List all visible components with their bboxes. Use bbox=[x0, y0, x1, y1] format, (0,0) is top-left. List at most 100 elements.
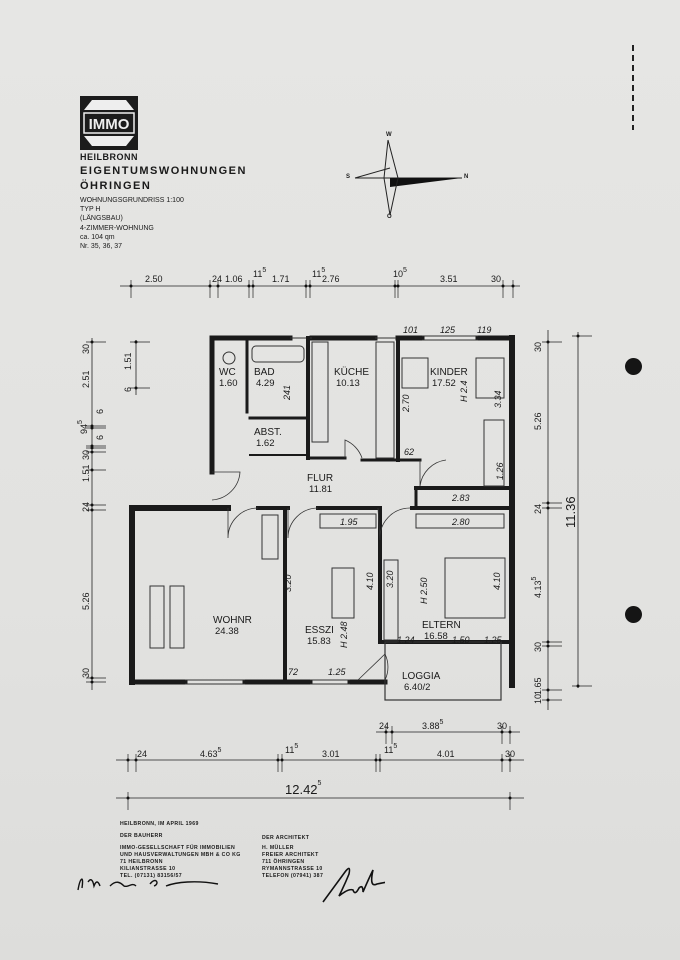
dimension-value: 11.36 bbox=[563, 496, 578, 528]
dimension-value: 4.01 bbox=[437, 749, 455, 759]
handwritten-dimension: 1.95 bbox=[340, 517, 358, 527]
plan-info-line: (LÄNGSBAU) bbox=[80, 215, 123, 223]
room-area: 1.62 bbox=[256, 438, 275, 449]
dimension-top: 115 bbox=[312, 267, 325, 279]
dimension-superscript: 5 bbox=[403, 267, 407, 274]
dimension-value: 11 bbox=[384, 745, 394, 755]
dimension-value: 30 bbox=[81, 667, 91, 678]
dimension-top: 1.71 bbox=[272, 275, 290, 284]
dimension-superscript: 5 bbox=[393, 743, 398, 750]
dimension-dot bbox=[500, 730, 504, 734]
room-name: KINDER bbox=[430, 367, 468, 378]
dimension-dot bbox=[90, 446, 94, 450]
dimension-top: 115 bbox=[253, 267, 266, 279]
dimension-dot bbox=[500, 758, 504, 762]
dimension-bottom: 4.01 bbox=[437, 750, 455, 759]
dimension-left: 945 bbox=[77, 420, 89, 434]
dimension-value: 30 bbox=[491, 274, 502, 284]
dimension-left: 30 bbox=[81, 343, 91, 354]
dimension-top: 30 bbox=[491, 275, 501, 284]
room-area: 15.83 bbox=[307, 636, 331, 647]
dimension-value: 10 bbox=[533, 693, 543, 704]
dimension-value: 11 bbox=[253, 269, 263, 279]
dimension-value: 5.26 bbox=[81, 592, 91, 610]
dimension-value: 30 bbox=[505, 749, 516, 759]
door-swing bbox=[227, 507, 259, 539]
dimension-dot bbox=[546, 698, 550, 702]
dimension-total-width: 12.425 bbox=[285, 780, 322, 796]
dimension-dot bbox=[90, 426, 94, 430]
dimension-dot bbox=[508, 796, 512, 800]
room-name: ELTERN bbox=[422, 620, 461, 631]
dimension-value: 4.63 bbox=[200, 749, 218, 759]
dimension-loggia: 3.885 bbox=[422, 719, 443, 731]
handwritten-dimension: 1.25 bbox=[328, 667, 346, 677]
dimension-value: 30 bbox=[533, 341, 543, 352]
kitchen-unit bbox=[311, 341, 329, 443]
loggia-outline bbox=[384, 641, 502, 701]
dimension-dot bbox=[90, 340, 94, 344]
client-address-line: KILIANSTRASSE 10 bbox=[120, 866, 176, 872]
dimension-superscript: 5 bbox=[531, 576, 538, 581]
dimension-value: 6 bbox=[95, 408, 105, 414]
dimension-left: 1.51 bbox=[81, 464, 91, 482]
plan-info-line: ca. 104 qm bbox=[80, 233, 115, 241]
dimension-dot bbox=[546, 640, 550, 644]
compass-east-arrow bbox=[390, 178, 462, 187]
dimension-dot bbox=[384, 730, 388, 734]
handwritten-dimension: 1.24 bbox=[397, 635, 415, 645]
kitchen-counter bbox=[375, 341, 395, 459]
dimension-dot bbox=[129, 284, 133, 288]
dimension-left: 6 bbox=[95, 408, 105, 414]
dimension-dot bbox=[126, 796, 130, 800]
dimension-dot bbox=[546, 340, 550, 344]
dimension-superscript: 5 bbox=[77, 420, 84, 424]
dimension-dot bbox=[374, 758, 378, 762]
sofa bbox=[169, 585, 185, 649]
room-name: KÜCHE bbox=[334, 367, 370, 378]
room-name: WOHNR bbox=[213, 615, 252, 626]
sideboard bbox=[319, 513, 377, 529]
architect-address-line: FREIER ARCHITEKT bbox=[262, 852, 319, 858]
bed bbox=[401, 357, 429, 389]
dimension-dot bbox=[546, 688, 550, 692]
dimension-bottom: 30 bbox=[505, 750, 515, 759]
dimension-loggia: 30 bbox=[497, 722, 507, 731]
handwritten-dimension: 2.83 bbox=[452, 493, 470, 503]
handwritten-dimension: 3.20 bbox=[385, 570, 395, 588]
dimension-dot bbox=[216, 284, 220, 288]
door-swing bbox=[287, 507, 319, 539]
dimension-dot bbox=[90, 450, 94, 454]
handwritten-dimension: 101 bbox=[403, 325, 419, 335]
dimension-value: 1.71 bbox=[272, 274, 290, 284]
dimension-right: 4.135 bbox=[531, 576, 543, 598]
dimension-loggia: 24 bbox=[379, 722, 389, 731]
dimension-value: 2.50 bbox=[145, 274, 163, 284]
handwritten-dimension: 62 bbox=[404, 447, 415, 457]
punch-hole bbox=[625, 358, 642, 375]
architect-signature bbox=[322, 867, 385, 903]
dimension-top: 2.50 bbox=[145, 275, 163, 284]
handwritten-dimension: H 2.48 bbox=[339, 621, 349, 648]
dimension-right: 5.26 bbox=[533, 412, 543, 430]
dimension-superscript: 5 bbox=[217, 747, 222, 754]
client-address-line: 71 HEILBRONN bbox=[120, 859, 163, 865]
door-swing bbox=[377, 507, 411, 541]
dimension-dot bbox=[508, 730, 512, 734]
dimension-right: 24 bbox=[533, 504, 543, 514]
punch-hole bbox=[625, 606, 642, 623]
dimension-bottom: 115 bbox=[285, 743, 298, 755]
architect-address-line: 711 ÖHRINGEN bbox=[262, 859, 305, 865]
dimension-value: 24 bbox=[137, 749, 148, 759]
dimension-left: 2.51 bbox=[81, 370, 91, 388]
dimension-left: 5.26 bbox=[81, 592, 91, 610]
dimension-dot bbox=[247, 284, 251, 288]
plan-info-line: TYP H bbox=[80, 206, 101, 214]
dimension-dot bbox=[511, 284, 515, 288]
dimension-right: 1.65 bbox=[533, 677, 543, 695]
room-area: 6.40/2 bbox=[404, 682, 431, 693]
dimension-value: 30 bbox=[81, 343, 91, 354]
compass-needle bbox=[383, 139, 399, 216]
dimension-superscript: 5 bbox=[317, 780, 322, 787]
